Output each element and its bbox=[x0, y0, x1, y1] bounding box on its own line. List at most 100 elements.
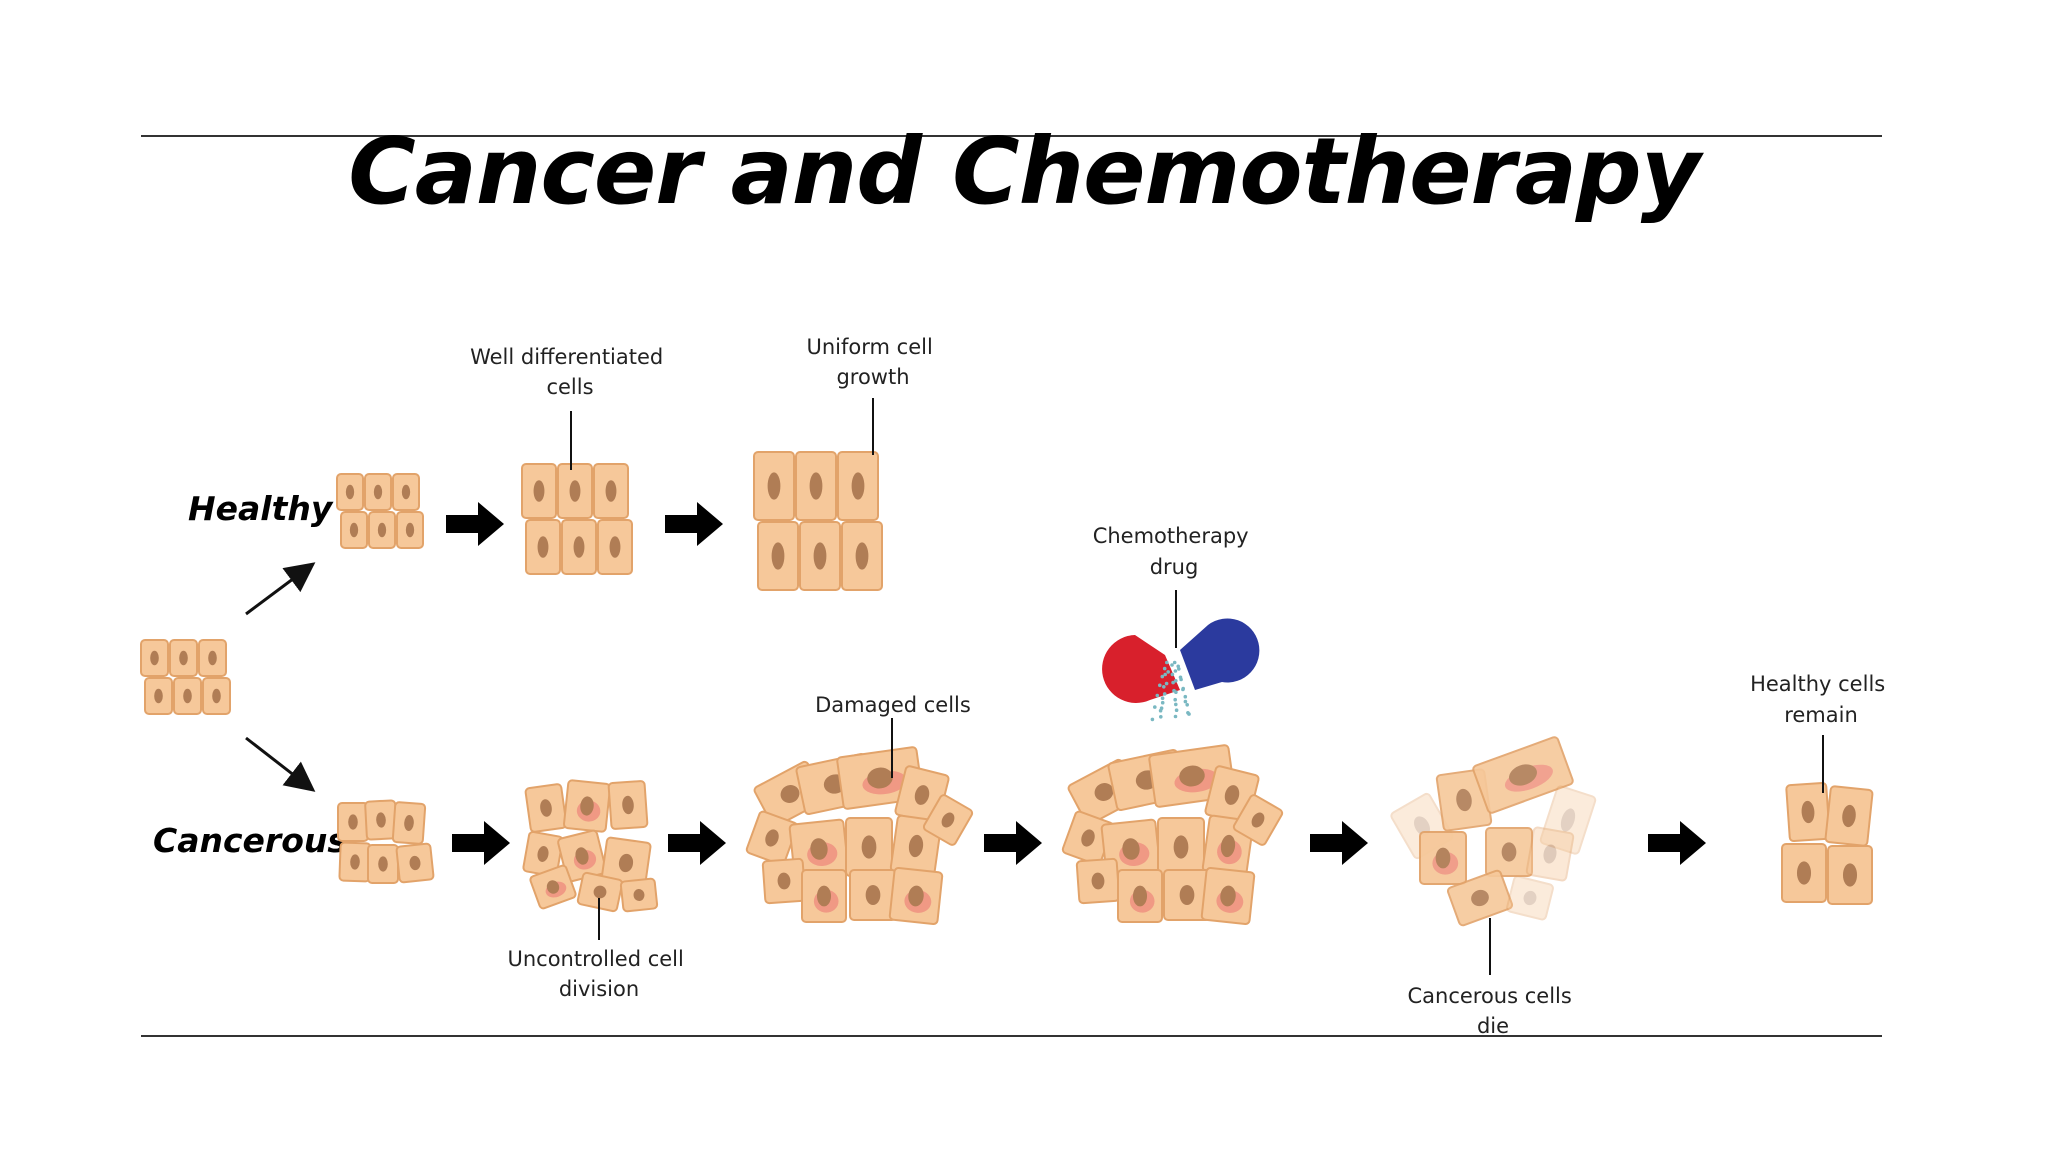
cancer-arrow-5 bbox=[1648, 821, 1706, 865]
nucleus bbox=[1501, 842, 1517, 862]
cell bbox=[922, 794, 974, 846]
nucleus bbox=[349, 522, 359, 538]
nucleus bbox=[605, 480, 617, 502]
nucleus bbox=[1091, 872, 1105, 890]
nucleus bbox=[183, 688, 192, 704]
nucleus bbox=[533, 480, 545, 502]
nucleus bbox=[1509, 764, 1537, 786]
nucleus bbox=[1081, 829, 1095, 847]
cell bbox=[1539, 785, 1597, 855]
cell bbox=[524, 783, 568, 833]
drug-particle bbox=[1162, 692, 1167, 696]
nucleus bbox=[861, 835, 877, 859]
cell bbox=[757, 521, 799, 591]
nucleus bbox=[1471, 889, 1489, 907]
nucleus bbox=[914, 785, 930, 805]
cell bbox=[202, 677, 231, 715]
cell bbox=[1827, 845, 1873, 905]
diagram-title: Cancer and Chemotherapy bbox=[348, 118, 1701, 225]
healthy-cluster-small bbox=[336, 473, 424, 549]
drug-particle bbox=[1174, 702, 1178, 707]
cell bbox=[391, 801, 427, 845]
drug-particle bbox=[1174, 679, 1178, 683]
cancer-cluster-uncontrolled bbox=[522, 779, 659, 913]
nucleus bbox=[1543, 844, 1557, 864]
cell bbox=[1485, 827, 1533, 877]
nucleus bbox=[867, 767, 893, 789]
cell bbox=[368, 511, 396, 549]
cancer-arrow-4 bbox=[1310, 821, 1368, 865]
healthy-cluster-uniform bbox=[753, 451, 883, 591]
cell bbox=[1232, 794, 1284, 846]
cell bbox=[1525, 826, 1575, 882]
nucleus bbox=[1179, 885, 1195, 905]
cell bbox=[1472, 736, 1574, 814]
drug-particle bbox=[1158, 683, 1162, 688]
label-well-differentiated: Well differentiated cells bbox=[470, 345, 670, 399]
cell bbox=[529, 864, 577, 910]
cell bbox=[607, 780, 649, 830]
cell bbox=[337, 802, 369, 842]
branch-arrow-down bbox=[245, 736, 316, 792]
nucleus bbox=[1122, 838, 1140, 860]
nucleus bbox=[1220, 885, 1236, 907]
cell bbox=[788, 818, 850, 880]
nucleus bbox=[941, 812, 955, 828]
nucleus bbox=[1094, 783, 1114, 801]
label-chemotherapy-drug: Chemotherapy drug bbox=[1093, 524, 1256, 579]
cell bbox=[521, 463, 557, 519]
drug-particle bbox=[1164, 681, 1169, 686]
nucleus bbox=[855, 542, 869, 570]
nucleus bbox=[569, 480, 581, 502]
cell bbox=[888, 867, 944, 925]
cell bbox=[1781, 843, 1827, 903]
cell bbox=[396, 511, 424, 549]
cell bbox=[563, 779, 611, 833]
nucleus bbox=[575, 847, 589, 865]
drug-particle bbox=[1171, 680, 1175, 685]
drug-particle bbox=[1183, 699, 1188, 704]
cell bbox=[395, 842, 435, 884]
cancer-arrow-1 bbox=[452, 821, 510, 865]
nucleus bbox=[1435, 847, 1451, 869]
label-healthy-remain: Healthy cells remain bbox=[1750, 672, 1892, 727]
cell bbox=[849, 869, 897, 921]
nucleus bbox=[780, 785, 800, 803]
cell bbox=[392, 473, 420, 511]
nucleus bbox=[593, 885, 607, 899]
nucleus bbox=[208, 650, 217, 666]
drug-particle bbox=[1150, 717, 1155, 722]
nucleus bbox=[350, 854, 360, 870]
cancer-cluster-small bbox=[337, 799, 435, 884]
cell bbox=[144, 677, 173, 715]
nucleus bbox=[865, 885, 881, 905]
cell bbox=[340, 511, 368, 549]
nucleus bbox=[405, 522, 415, 538]
cell bbox=[1061, 810, 1115, 866]
cell bbox=[837, 451, 879, 521]
nucleus bbox=[813, 542, 827, 570]
nucleus bbox=[765, 829, 779, 847]
nucleus bbox=[1413, 816, 1431, 836]
nucleus bbox=[154, 688, 163, 704]
nucleus bbox=[540, 799, 552, 817]
nucleus bbox=[908, 885, 924, 907]
drug-particle bbox=[1173, 697, 1177, 702]
drug-particle bbox=[1178, 675, 1183, 680]
label-damaged-cells: Damaged cells bbox=[815, 693, 971, 717]
cancer-cluster-damaged bbox=[745, 746, 974, 925]
nucleus bbox=[809, 472, 823, 500]
cell bbox=[140, 639, 169, 677]
nucleus bbox=[409, 855, 421, 871]
healthy-cluster-differentiated bbox=[521, 463, 633, 575]
drug-particle bbox=[1159, 715, 1163, 719]
callout-lines bbox=[570, 398, 1824, 975]
nucleus bbox=[401, 484, 411, 500]
nucleus bbox=[767, 472, 781, 500]
row-label-cancerous: Cancerous bbox=[153, 821, 347, 860]
cancer-arrow-2 bbox=[668, 821, 726, 865]
drug-particle bbox=[1160, 700, 1165, 705]
nucleus bbox=[816, 885, 832, 907]
cell bbox=[198, 639, 227, 677]
nucleus bbox=[212, 688, 221, 704]
